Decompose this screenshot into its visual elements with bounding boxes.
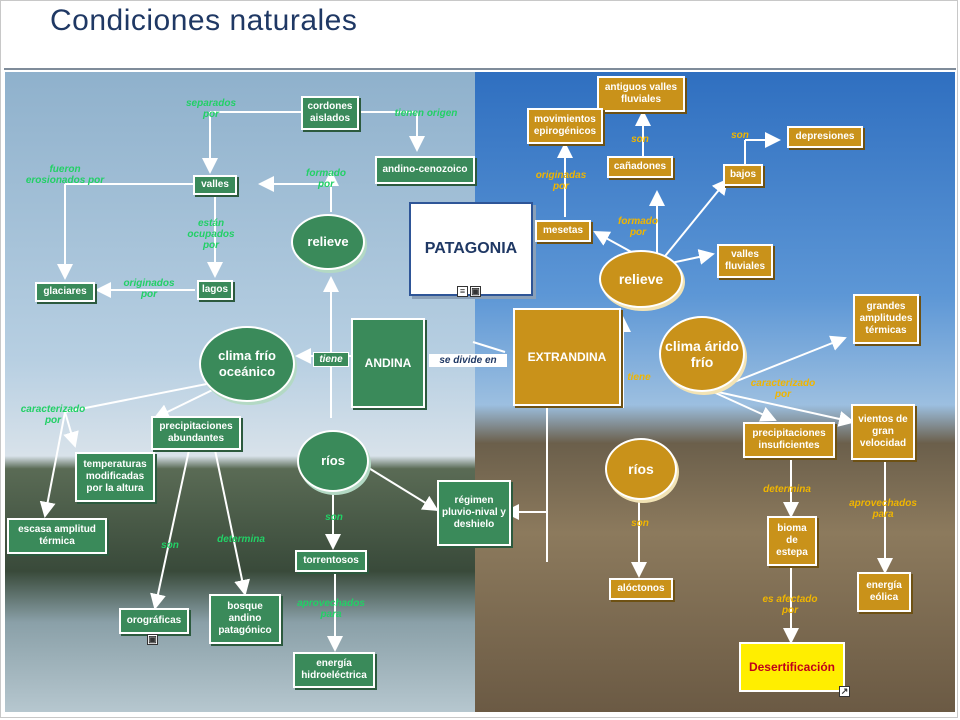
- connector-lines: [39, 110, 893, 652]
- tiene-extrandina-label: tiene: [627, 372, 651, 383]
- extrandina-node[interactable]: EXTRANDINA: [513, 308, 621, 406]
- extrandina-caracterizado-label: caracterizado por: [750, 378, 816, 400]
- document-icon[interactable]: ≡: [457, 286, 468, 297]
- fueron-erosionados-label: fueron erosionados por: [25, 164, 105, 186]
- estan-ocupados-label: están ocupados por: [187, 218, 235, 251]
- extrandina-aprovechados-label: aprovechados para: [849, 498, 917, 520]
- orograficas-node[interactable]: orográficas: [119, 608, 189, 634]
- antiguos-valles-node[interactable]: antiguos valles fluviales: [597, 76, 685, 112]
- movimientos-epirogenicos-node[interactable]: movimientos epirogénicos: [527, 108, 603, 144]
- regimen-node[interactable]: régimen pluvio-nival y deshielo: [437, 480, 511, 546]
- son-canadones-label: son: [631, 134, 649, 145]
- extrandina-rios-node[interactable]: ríos: [605, 438, 677, 500]
- andina-clima-node[interactable]: clima frío oceánico: [199, 326, 295, 402]
- title-divider: [4, 68, 956, 70]
- extrandina-clima-node[interactable]: clima árido frío: [659, 316, 745, 392]
- andina-rios-node[interactable]: ríos: [297, 430, 369, 492]
- cordones-aislados-node[interactable]: cordones aislados: [301, 96, 359, 130]
- andina-formado-por-label: formado por: [306, 168, 346, 190]
- canadones-node[interactable]: cañadones: [607, 156, 673, 178]
- originados-por-label: originados por: [123, 278, 175, 300]
- es-afectado-por-label: es afectado por: [762, 594, 818, 616]
- desertificacion-node[interactable]: Desertificación: [739, 642, 845, 692]
- glaciares-node[interactable]: glaciares: [35, 282, 95, 302]
- bosque-andino-node[interactable]: bosque andino patagónico: [209, 594, 281, 644]
- image-icon[interactable]: ▣: [147, 634, 158, 645]
- se-divide-en-label: se divide en: [429, 354, 507, 367]
- valles-fluviales-node[interactable]: valles fluviales: [717, 244, 773, 278]
- andina-determina-label: determina: [217, 534, 265, 545]
- link-arrow-icon[interactable]: ↗: [839, 686, 850, 697]
- energia-eolica-node[interactable]: energía eólica: [857, 572, 911, 612]
- extrandina-relieve-node[interactable]: relieve: [599, 250, 683, 308]
- andina-aprovechados-label: aprovechados para: [297, 598, 365, 620]
- grandes-amplitudes-node[interactable]: grandes amplitudes térmicas: [853, 294, 919, 344]
- valles-node[interactable]: valles: [193, 175, 237, 195]
- extrandina-determina-label: determina: [763, 484, 811, 495]
- andina-relieve-node[interactable]: relieve: [291, 214, 365, 270]
- temperaturas-node[interactable]: temperaturas modificadas por la altura: [75, 452, 155, 502]
- lagos-node[interactable]: lagos: [197, 280, 233, 300]
- tiene-andina-label: tiene: [313, 352, 349, 367]
- andina-node[interactable]: ANDINA: [351, 318, 425, 408]
- bajos-node[interactable]: bajos: [723, 164, 763, 186]
- depresiones-node[interactable]: depresiones: [787, 126, 863, 148]
- aloctonos-node[interactable]: alóctonos: [609, 578, 673, 600]
- image-icon[interactable]: ▣: [470, 286, 481, 297]
- separados-por-label: separados por: [185, 98, 237, 120]
- andina-son-rios-label: son: [325, 512, 343, 523]
- page-title: Condiciones naturales: [50, 4, 358, 37]
- originadas-por-label: originadas por: [535, 170, 587, 192]
- son-depresiones-label: son: [731, 130, 749, 141]
- precipitaciones-abundantes-node[interactable]: precipitaciones abundantes: [151, 416, 241, 450]
- concept-map: PATAGONIA ≡ ▣ ANDINA EXTRANDINA se divid…: [5, 72, 955, 712]
- escasa-amplitud-node[interactable]: escasa amplitud térmica: [7, 518, 107, 554]
- vientos-node[interactable]: vientos de gran velocidad: [851, 404, 915, 460]
- mesetas-node[interactable]: mesetas: [535, 220, 591, 242]
- torrentosos-node[interactable]: torrentosos: [295, 550, 367, 572]
- energia-hidroelectrica-node[interactable]: energía hidroeléctrica: [293, 652, 375, 688]
- extrandina-formado-por-label: formado por: [618, 216, 658, 238]
- andina-caracterizado-label: caracterizado por: [20, 404, 86, 426]
- patagonia-node[interactable]: PATAGONIA: [409, 202, 533, 296]
- extrandina-son-rios-label: son: [631, 518, 649, 529]
- precipitaciones-insuficientes-node[interactable]: precipitaciones insuficientes: [743, 422, 835, 458]
- bioma-estepa-node[interactable]: bioma de estepa: [767, 516, 817, 566]
- andino-cenozoico-node[interactable]: andino-cenozoico: [375, 156, 475, 184]
- son-orograficas-label: son: [161, 540, 179, 551]
- tienen-origen-label: tienen origen: [394, 108, 458, 119]
